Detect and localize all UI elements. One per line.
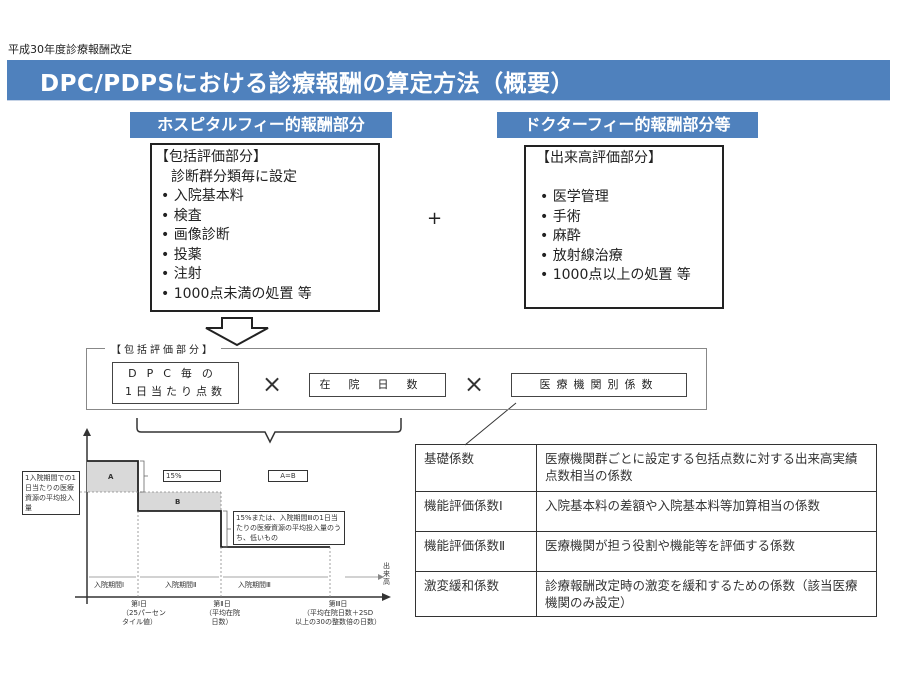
- block-a-label: A: [108, 473, 114, 481]
- hospital-fee-box: 【包括評価部分】 診断群分類毎に設定 入院基本料 検査 画像診断 投薬 注射 1…: [150, 143, 380, 312]
- day-mark-1: 第Ⅰ日 （25パーセン タイル値）: [122, 600, 166, 626]
- period-2-label: 入院期間Ⅱ: [165, 581, 197, 589]
- title-bar: [7, 60, 890, 101]
- y-axis-label: 1入院期間での1日当たりの医療資源の平均投入量: [22, 471, 80, 515]
- period-1-label: 入院期間Ⅰ: [94, 581, 125, 589]
- y-axis-arrow-icon: [83, 428, 91, 436]
- note-a-equals-b: A=B: [268, 470, 308, 482]
- multiply-operator: ×: [464, 370, 485, 398]
- note-15-percent: 15%: [163, 470, 221, 482]
- period-3-label: 入院期間Ⅲ: [238, 581, 271, 589]
- hospital-fee-heading: ホスピタルフィー的報酬部分: [130, 112, 392, 138]
- list-item: 麻酔: [536, 227, 722, 247]
- coefficient-table: 基礎係数 医療機関群ごとに設定する包括点数に対する出来高実績点数相当の係数 機能…: [415, 444, 877, 617]
- list-item: 放射線治療: [536, 247, 722, 267]
- day-mark-3: 第Ⅲ日 （平均在院日数＋2SD 以上の30の整数倍の日数）: [295, 600, 381, 626]
- coefficient-name: 機能評価係数Ⅱ: [415, 531, 537, 572]
- table-row: 機能評価係数Ⅱ 医療機関が担う役割や機能等を評価する係数: [415, 531, 877, 572]
- coefficient-desc: 診療報酬改定時の激変を緩和するための係数（該当医療機関のみ設定）: [536, 571, 877, 617]
- brace-icon: [136, 418, 402, 444]
- formula-section: [86, 348, 707, 410]
- day-mark-2: 第Ⅱ日 （平均在院 日数）: [205, 600, 240, 626]
- table-row: 基礎係数 医療機関群ごとに設定する包括点数に対する出来高実績点数相当の係数: [415, 444, 877, 492]
- coefficient-name: 機能評価係数Ⅰ: [415, 491, 537, 532]
- box-title: 【出来高評価部分】: [536, 150, 662, 166]
- formula-section-label: 【包括評価部分】: [105, 341, 221, 356]
- multiply-operator: ×: [262, 370, 283, 398]
- doctor-fee-heading: ドクターフィー的報酬部分等: [497, 112, 758, 138]
- term-hospital-coefficient: 医療機関別係数: [511, 373, 687, 397]
- box-note: 診断群分類毎に設定: [171, 168, 297, 185]
- doctor-fee-box: 【出来高評価部分】 医学管理 手術 麻酔 放射線治療 1000点以上の処置 等: [524, 145, 724, 309]
- x-axis-label: 出来高: [383, 562, 390, 586]
- list-item: 入院基本料: [155, 187, 378, 207]
- coefficient-name: 激変緩和係数: [415, 571, 537, 617]
- slide-subtitle: 平成30年度診療報酬改定: [8, 43, 132, 56]
- list-item: 手術: [536, 208, 722, 228]
- x-axis-arrow-icon: [382, 593, 391, 601]
- table-row: 激変緩和係数 診療報酬改定時の激変を緩和するための係数（該当医療機関のみ設定）: [415, 571, 877, 617]
- list-item: 1000点未満の処置 等: [155, 285, 378, 305]
- plus-operator: +: [427, 208, 443, 229]
- coefficient-name: 基礎係数: [415, 444, 537, 492]
- term-length-of-stay: 在院日数: [309, 373, 446, 397]
- block-b-label: B: [175, 498, 181, 506]
- list-item: 画像診断: [155, 226, 378, 246]
- box-title: 【包括評価部分】: [155, 149, 267, 165]
- coefficient-desc: 医療機関群ごとに設定する包括点数に対する出来高実績点数相当の係数: [536, 444, 877, 492]
- table-row: 機能評価係数Ⅰ 入院基本料の差額や入院基本料等加算相当の係数: [415, 491, 877, 532]
- connector-line: [464, 402, 517, 446]
- coefficient-desc: 入院基本料の差額や入院基本料等加算相当の係数: [536, 491, 877, 532]
- term-dpc-daily-points: DPC毎の 1日当たり点数: [112, 362, 239, 404]
- coefficient-desc: 医療機関が担う役割や機能等を評価する係数: [536, 531, 877, 572]
- slide-title: DPC/PDPSにおける診療報酬の算定方法（概要）: [40, 71, 575, 97]
- list-item: 投薬: [155, 246, 378, 266]
- list-item: 検査: [155, 207, 378, 227]
- list-item: 1000点以上の処置 等: [536, 266, 722, 286]
- list-item: 医学管理: [536, 188, 722, 208]
- down-arrow-icon: [205, 317, 269, 347]
- list-item: 注射: [155, 265, 378, 285]
- note-phase3: 15%または、入院期間Ⅲの1日当たりの医療資源の平均投入量のうち、低いもの: [233, 511, 345, 545]
